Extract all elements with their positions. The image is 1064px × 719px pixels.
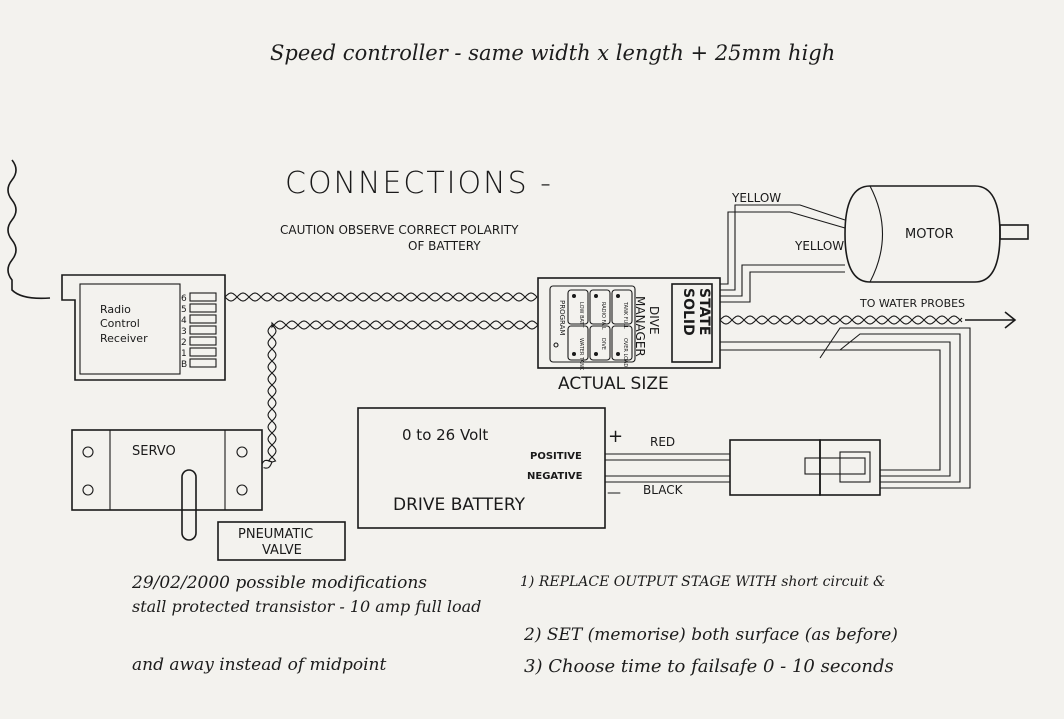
lamp-label: RADIO FAIL [600,302,606,330]
cable-strand [719,315,963,325]
cable-strand [261,320,539,465]
lamp-dot [594,352,598,356]
dive-manager: PROGRAM LOW BATT RADIO FAIL TANK FULL WATER… [537,277,721,394]
indicator-lamp [611,289,633,325]
lamp-dot [594,294,598,298]
channel-socket [189,292,217,302]
indicator-lamp [611,325,633,361]
indicator-lamp [567,325,589,361]
yellow-wire-label-2: YELLOW [794,239,844,253]
lamp-dot [572,352,576,356]
lamp-dot [572,294,576,298]
channel-label: 4 [181,316,187,326]
yellow-wire-label-1: YELLOW [731,191,781,205]
channel-label: 2 [181,338,187,348]
receiver-label-3: Receiver [100,332,148,345]
antenna [7,159,51,300]
note-line-4: and away instead of midpoint [132,655,386,675]
valve-label-1: PNEUMATIC [238,527,313,542]
lamp-dot [616,294,620,298]
actual-size-caption: ACTUAL SIZE [558,374,669,394]
channel-socket [189,325,217,335]
arrow-icon [965,311,1017,329]
twisted-cables [224,292,963,469]
cable-strand [719,315,963,325]
caution-line2: OF BATTERY [408,239,481,253]
water-probes-label: TO WATER PROBES [859,297,965,310]
lamp-dot [616,352,620,356]
black-wire-label: BLACK [643,483,684,497]
lamp-label: WATER TANK [578,338,584,371]
negative-label: NEGATIVE [527,471,583,482]
dive-label: DIVE [647,306,661,335]
note-line-2: stall protected transistor - 10 amp full… [132,597,481,616]
red-wire-label: RED [650,435,675,449]
channel-label: 1 [181,349,187,359]
motor-label: MOTOR [905,227,954,242]
manager-label: MANAGER [633,296,647,357]
header-note: Speed controller - same width x length +… [270,41,835,65]
state-label: STATE [696,288,712,335]
servo-label: SERVO [132,444,176,459]
solid-label: SOLID [680,288,696,336]
program-label: PROGRAM [558,300,566,335]
lamp-label: TANK FULL [622,301,628,329]
channel-socket [189,347,217,357]
drive-battery: 0 to 26 Volt POSITIVE NEGATIVE DRIVE BAT… [357,407,684,529]
channel-label: 5 [181,305,187,315]
note-date: 29/02/2000 possible modifications [131,573,427,593]
lamp-label: OVER LOAD [622,338,628,367]
note-item-3: 3) Choose time to failsafe 0 - 10 second… [524,656,894,677]
lamp-label: DIVE [600,338,606,350]
channel-socket [189,358,217,368]
motor: MOTOR YELLOW YELLOW [720,185,1029,303]
note-item-2: 2) SET (memorise) both surface (as befor… [523,625,898,645]
valve-label-2: VALVE [262,543,302,558]
cable-strand [224,292,538,302]
caution-line1: CAUTION OBSERVE CORRECT POLARITY [280,223,519,237]
servo: SERVO [71,429,263,541]
battery-voltage: 0 to 26 Volt [402,426,488,444]
cable-strand [263,320,539,469]
battery-name: DRIVE BATTERY [393,495,526,515]
minus-sign: — [607,485,621,501]
indicator-lamp [567,289,589,325]
pneumatic-valve: PNEUMATIC VALVE [217,521,346,561]
indicator-lamp [589,289,611,325]
receiver-label-1: Radio [100,303,131,316]
channel-label: 3 [181,327,187,337]
lamp-label: LOW BATT [578,302,584,329]
page-title: CONNECTIONS - [285,166,553,201]
note-item-1: 1) REPLACE OUTPUT STAGE WITH short circu… [520,574,886,590]
channel-socket [189,314,217,324]
connector [605,327,971,496]
plus-sign: + [608,426,623,447]
receiver-label-2: Control [100,317,140,330]
channel-socket [189,303,217,313]
positive-label: POSITIVE [530,451,582,462]
channel-label: 6 [181,294,187,304]
indicator-lamp [589,325,611,361]
channel-label: B [181,360,187,370]
channel-socket [189,336,217,346]
